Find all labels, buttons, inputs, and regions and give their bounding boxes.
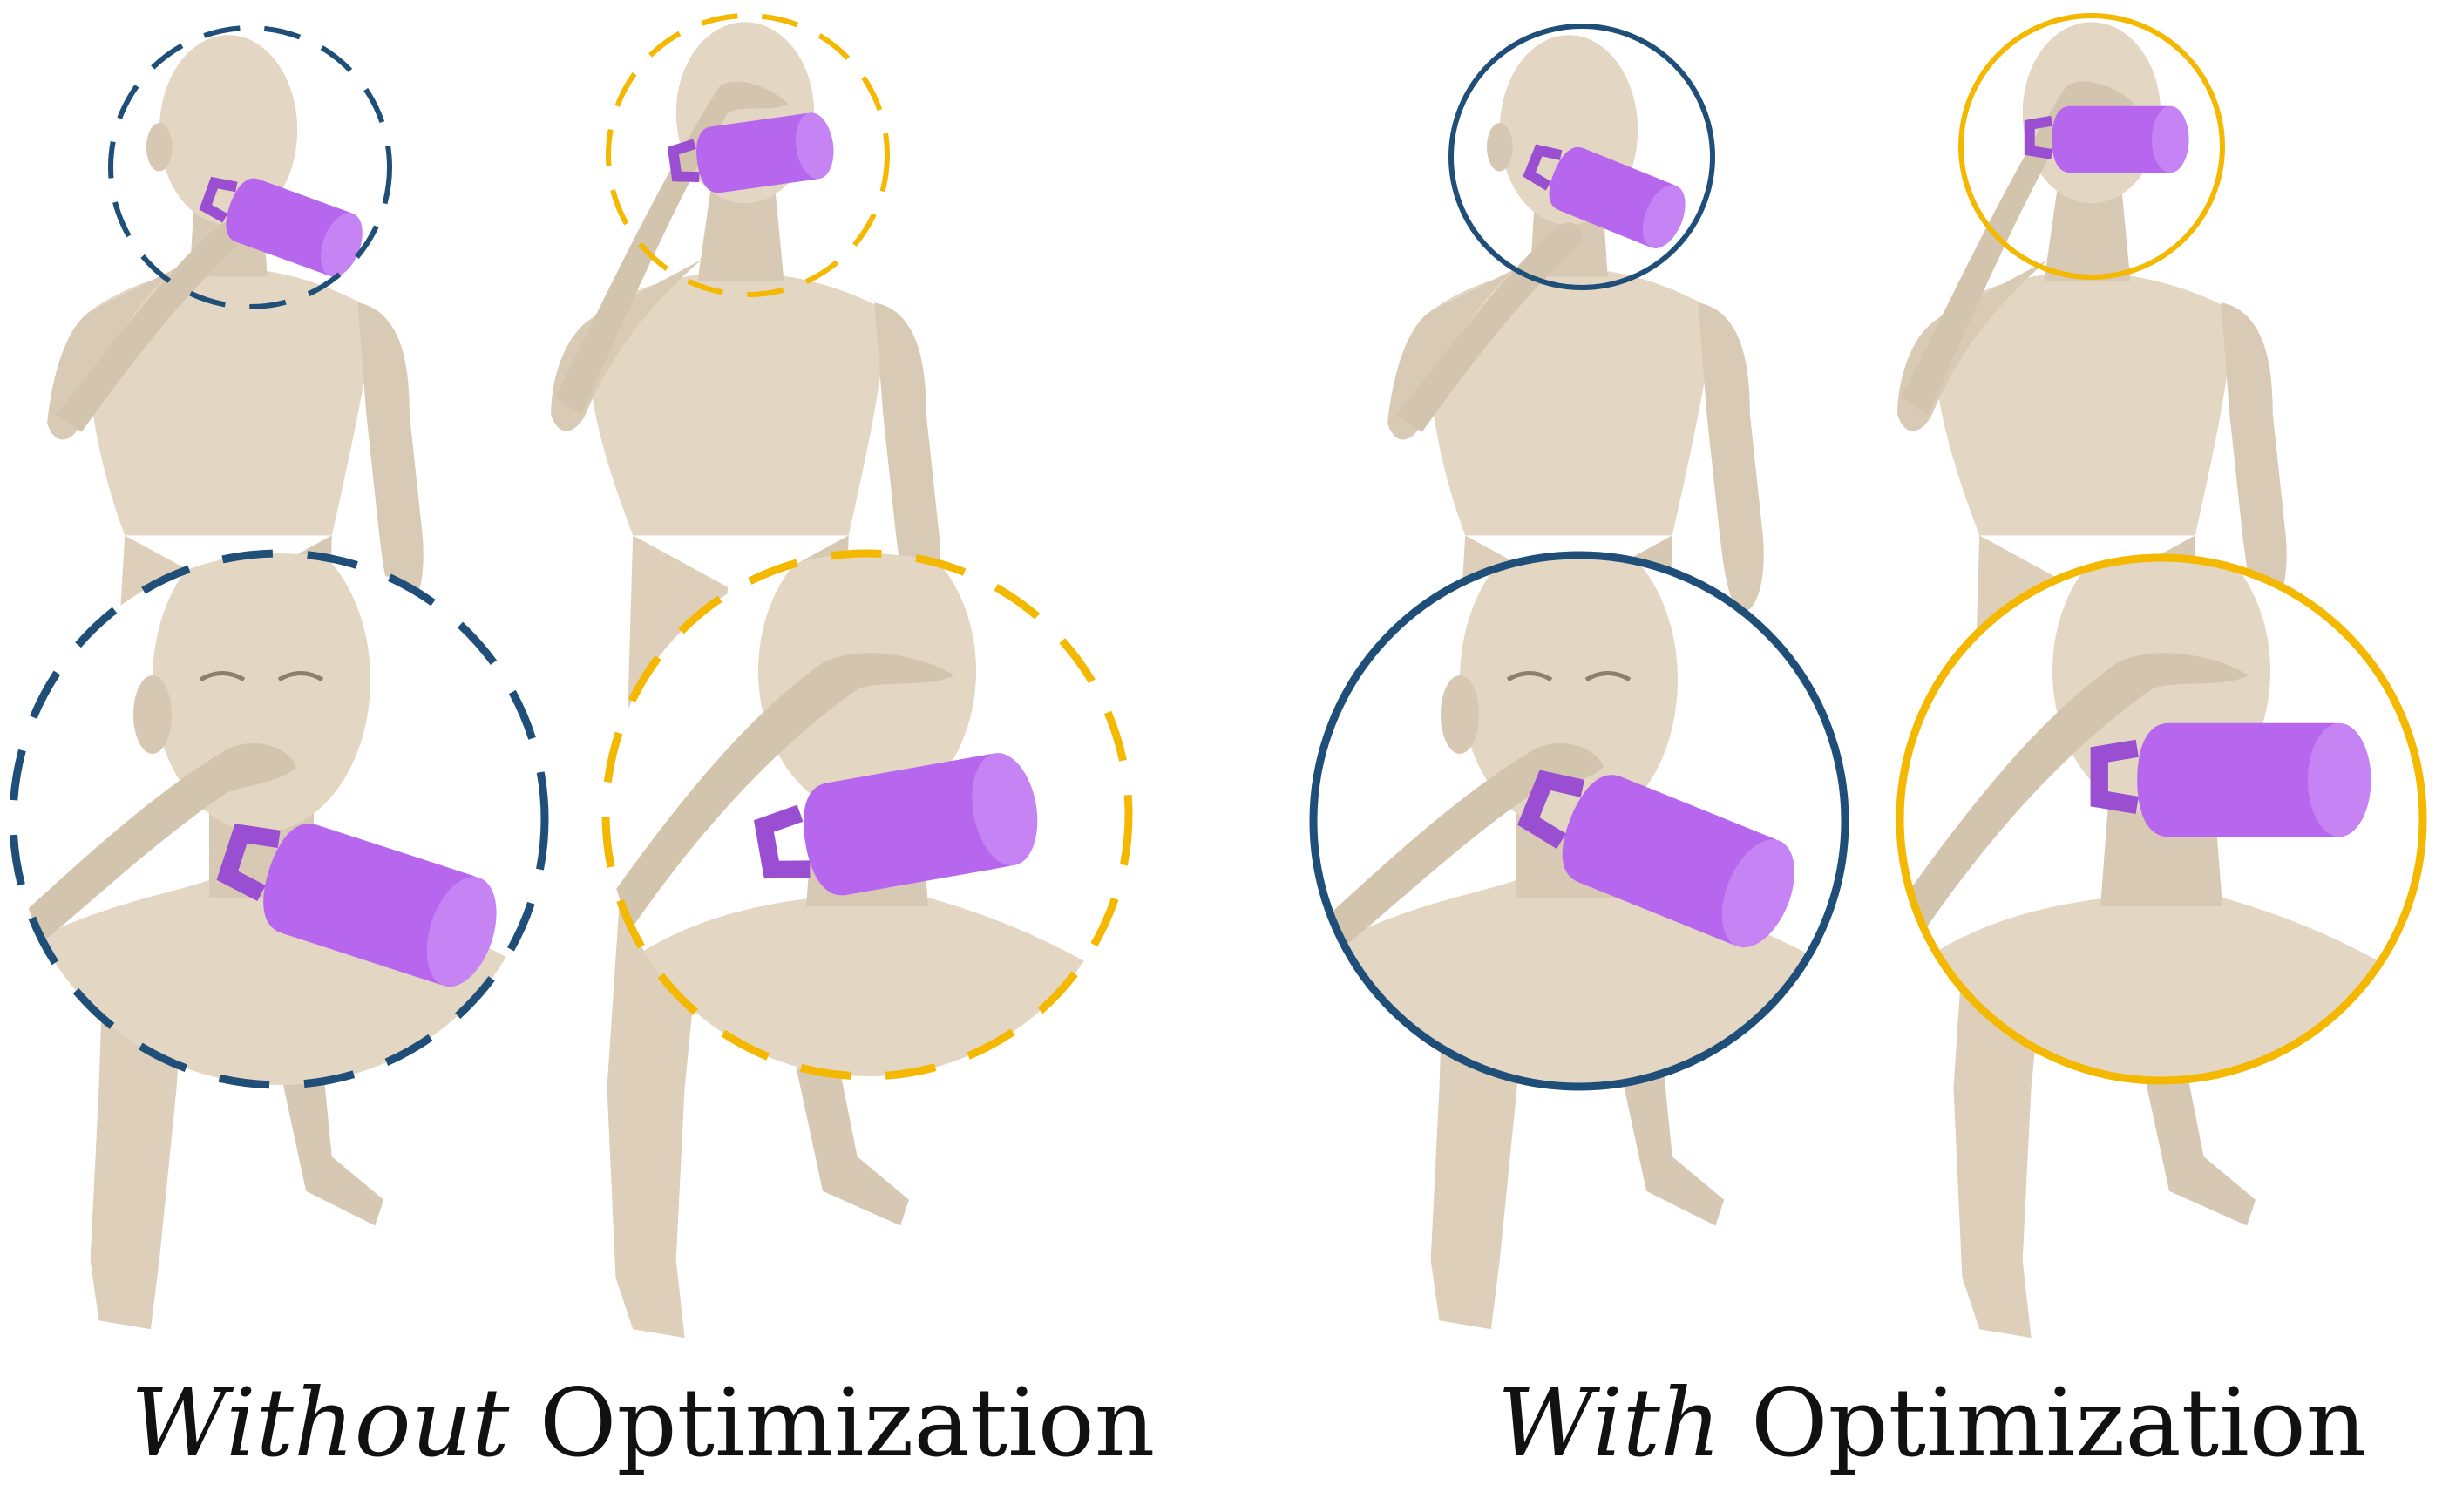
caption-text: Optimization <box>1720 1369 2367 1478</box>
caption-with-optimization: With Optimization <box>1497 1377 2366 1471</box>
zoom-ring <box>1896 553 2427 1085</box>
zoom-ring <box>601 549 1133 1081</box>
small-highlight-ring <box>606 13 890 297</box>
panel-without-front <box>9 25 549 1330</box>
small-highlight-ring <box>1448 24 1715 290</box>
caption-emphasis: With <box>1497 1369 1721 1478</box>
panel-with-front <box>1309 24 1849 1330</box>
panel-without-side <box>551 13 1133 1339</box>
panel-with-side <box>1896 13 2427 1339</box>
zoom-ring <box>9 549 549 1089</box>
small-highlight-ring <box>108 25 392 309</box>
zoom-ring <box>1309 551 1849 1091</box>
small-highlight-ring <box>1958 13 2225 280</box>
caption-emphasis: Without <box>131 1369 510 1478</box>
caption-without-optimization: Without Optimization <box>131 1377 1155 1471</box>
caption-text: Optimization <box>509 1369 1156 1478</box>
